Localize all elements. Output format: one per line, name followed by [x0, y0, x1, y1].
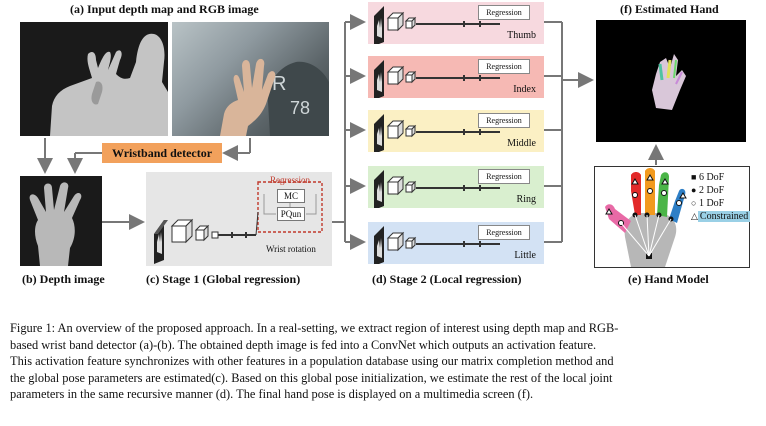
finger-label: Index: [513, 84, 536, 95]
cropped-depth-image: [20, 176, 102, 266]
stage1-convnet: [154, 181, 323, 264]
finger-regression-box: Regression: [478, 169, 530, 184]
finger-regression-box: Regression: [478, 5, 530, 20]
panel-c-label: (c) Stage 1 (Global regression): [146, 272, 301, 286]
caption-line: parameters in the same recursive manner …: [10, 387, 534, 402]
finger-convnet: [374, 60, 500, 98]
caption-line: based wrist band detector (a)-(b). The o…: [10, 337, 597, 352]
svg-text:78: 78: [290, 98, 310, 118]
finger-convnet: [374, 226, 500, 264]
caption-line: Figure 1: An overview of the proposed ap…: [10, 321, 619, 335]
finger-regression-box: Regression: [478, 225, 530, 240]
panel-b-label: (b) Depth image: [22, 272, 105, 286]
caption-line: the global pose parameters are estimated…: [10, 370, 613, 385]
svg-text:R: R: [272, 73, 286, 95]
finger-convnet: [374, 170, 500, 208]
hand-model-box: ■ 6 DoF ● 2 DoF ○ 1 DoF △Constrained: [594, 166, 751, 268]
wrist-rotation-label: Wrist rotation: [266, 244, 316, 254]
finger-label: Little: [514, 250, 536, 261]
depth-map-image: [20, 22, 168, 136]
legend-constrained: △Constrained: [691, 211, 751, 222]
panel-e-label: (e) Hand Model: [628, 272, 709, 286]
caption-line: This activation feature synchronizes wit…: [10, 354, 614, 369]
rgb-image: R 78: [172, 22, 329, 136]
dof-legend: ■ 6 DoF ● 2 DoF ○ 1 DoF △Constrained: [691, 171, 751, 223]
stage1-regression-label: Regression: [270, 175, 310, 185]
connector-lines: [37, 14, 664, 250]
figure-caption: Figure 1: An overview of the proposed ap…: [10, 320, 758, 403]
wristband-detector-box: Wristband detector: [102, 143, 222, 163]
finger-regression-box: Regression: [478, 59, 530, 74]
panel-f-label: (f) Estimated Hand: [620, 2, 719, 16]
finger-label: Middle: [507, 138, 536, 149]
hand-model-drawing: [605, 168, 687, 267]
panel-a-label: (a) Input depth map and RGB image: [70, 2, 259, 16]
legend-6dof: ■ 6 DoF: [691, 172, 725, 183]
mc-box: MC: [277, 189, 305, 203]
finger-label: Thumb: [507, 30, 536, 41]
finger-convnet: [374, 6, 500, 44]
finger-label: Ring: [516, 194, 536, 205]
stage1-box: Regression MC PQun Wrist rotation: [146, 172, 332, 266]
panel-d-label: (d) Stage 2 (Local regression): [372, 272, 522, 286]
finger-regression-box: Regression: [478, 113, 530, 128]
pqun-box: PQun: [277, 207, 305, 221]
legend-1dof: ○ 1 DoF: [691, 198, 725, 209]
legend-2dof: ● 2 DoF: [691, 185, 725, 196]
finger-convnet: [374, 114, 500, 152]
estimated-hand-image: [596, 20, 746, 142]
